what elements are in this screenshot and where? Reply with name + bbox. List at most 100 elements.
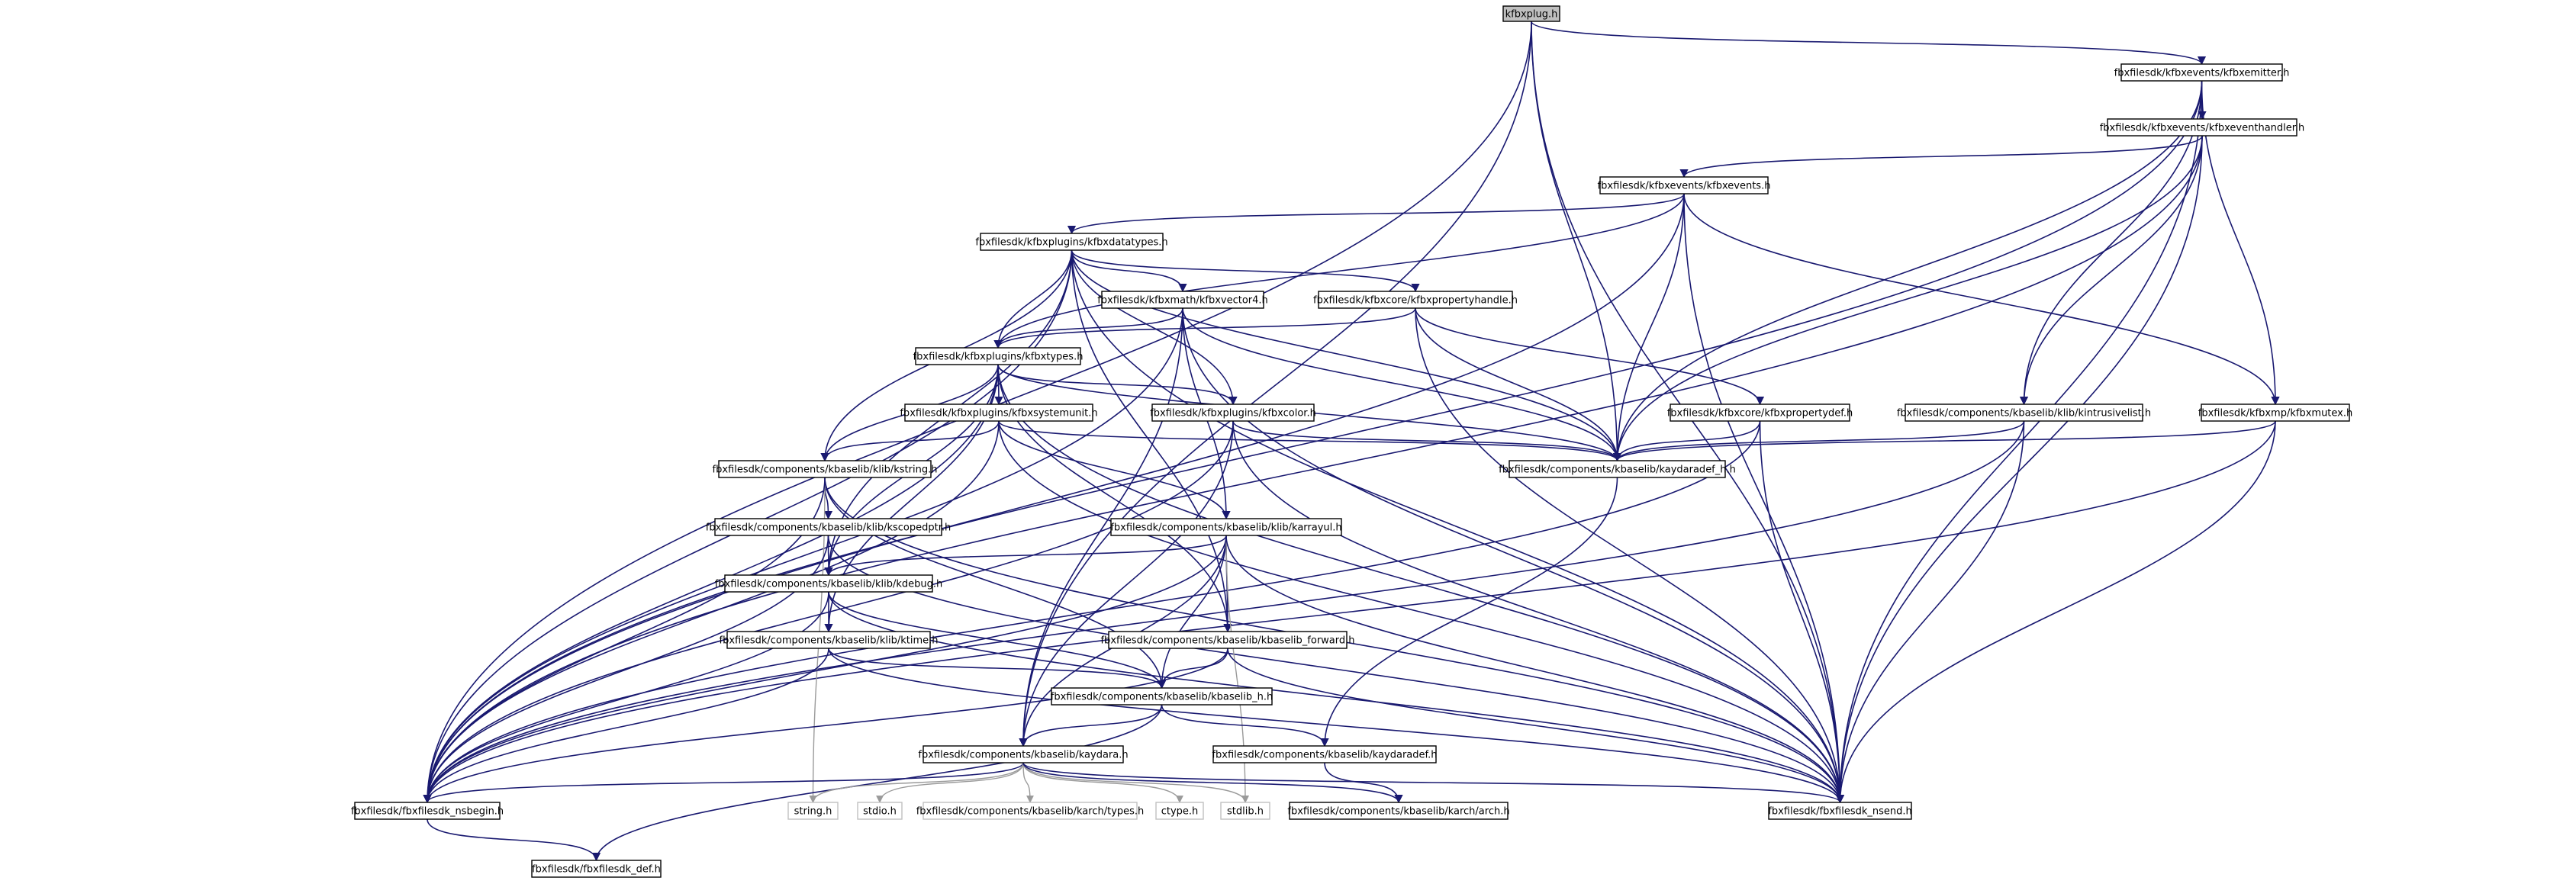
include-edge-color-to-nsend (1232, 420, 1845, 804)
header-node-kbaselib-h[interactable]: fbxfilesdk/components/kbaselib/kbaselib_… (1051, 687, 1273, 706)
node-label: fbxfilesdk/components/kbaselib/karch/typ… (916, 806, 1145, 818)
include-edge-kaydara-to-stdlib_h (1022, 762, 1249, 803)
node-label: ctype.h (1161, 806, 1199, 818)
include-edge-datatypes-to-propertyhandle (1071, 249, 1420, 293)
node-label: fbxfilesdk/fbxfilesdk_nsend.h (1768, 806, 1912, 818)
node-box (1289, 802, 1509, 820)
node-label: stdlib.h (1227, 806, 1264, 818)
node-layer: kfbxplug.h fbxfilesdk/kfbxevents/kfbxemit… (351, 5, 2352, 878)
header-node-ktime[interactable]: fbxfilesdk/components/kbaselib/klib/ktim… (720, 631, 939, 649)
header-node-kbaselib-forward[interactable]: fbxfilesdk/components/kbaselib/kbaselib_… (1100, 631, 1355, 649)
node-label: fbxfilesdk/kfbxplugins/kfbxdatatypes.h (975, 237, 1167, 249)
node-box (1101, 291, 1264, 309)
include-edge-ktime-to-nsend (828, 648, 1844, 804)
node-box (1108, 631, 1348, 649)
node-label: fbxfilesdk/kfbxevents/kfbxemitter.h (2114, 68, 2290, 79)
header-node-propertydef[interactable]: fbxfilesdk/kfbxcore/kfbxpropertydef.h (1667, 403, 1853, 422)
include-edge-datatypes-to-vector4 (1071, 249, 1187, 293)
node-box (354, 802, 501, 820)
node-box (531, 860, 662, 878)
node-label: fbxfilesdk/components/kbaselib/kaydarade… (1212, 750, 1437, 761)
header-node-types[interactable]: fbxfilesdk/kfbxplugins/kfbxtypes.h (913, 347, 1084, 365)
header-node-kaydaradef[interactable]: fbxfilesdk/components/kbaselib/kaydarade… (1212, 745, 1438, 763)
header-node-emitter[interactable]: fbxfilesdk/kfbxevents/kfbxemitter.h (2114, 63, 2290, 82)
header-node-kaydaradef-h[interactable]: fbxfilesdk/components/kbaselib/kaydarade… (1499, 460, 1736, 478)
node-label: fbxfilesdk/kfbxevents/kfbxeventhandler.h (2100, 123, 2305, 134)
include-edge-kaydara-to-nsend (1022, 762, 1844, 804)
header-node-vector4[interactable]: fbxfilesdk/kfbxmath/kfbxvector4.h (1097, 291, 1268, 309)
include-edge-datatypes-to-kbaselib_forward (1071, 249, 1232, 633)
include-edge-vector4-to-nsend (1182, 307, 1845, 804)
node-label: fbxfilesdk/components/kbaselib/klib/kint… (1897, 408, 2151, 419)
include-edge-vector4-to-nsbegin (423, 307, 1183, 804)
node-label: string.h (794, 806, 832, 818)
node-label: fbxfilesdk/components/kbaselib/kaydara.h (918, 750, 1128, 761)
header-node-nsbegin[interactable]: fbxfilesdk/fbxfilesdk_nsbegin.h (351, 802, 504, 820)
header-node-nsend[interactable]: fbxfilesdk/fbxfilesdk_nsend.h (1768, 802, 1912, 820)
include-edge-kbaselib_h-to-kaydara (1019, 704, 1163, 747)
include-edge-propertydef-to-nsend (1759, 420, 1845, 804)
node-box (1110, 518, 1342, 536)
include-edge-kaydara-to-string_h (809, 762, 1024, 803)
node-label: fbxfilesdk/kfbxmath/kfbxvector4.h (1097, 295, 1268, 307)
include-edge-intrusivelist-to-nsend (1835, 420, 2025, 804)
header-node-stdlib-h: stdlib.h (1220, 802, 1270, 820)
include-edge-color-to-kaydaradef_h (1232, 420, 1621, 462)
include-edge-kdebug-to-kbaselib_h (828, 591, 1167, 690)
header-node-eventhandler[interactable]: fbxfilesdk/kfbxevents/kfbxeventhandler.h (2100, 118, 2305, 137)
include-edge-karrayul-to-nsbegin (423, 535, 1227, 804)
header-node-kstring[interactable]: fbxfilesdk/components/kbaselib/klib/kstr… (713, 460, 938, 478)
header-node-stdio-h: stdio.h (857, 802, 903, 820)
header-node-karrayul[interactable]: fbxfilesdk/components/kbaselib/klib/karr… (1110, 518, 1342, 536)
header-node-kdebug[interactable]: fbxfilesdk/components/kbaselib/klib/kdeb… (715, 574, 943, 593)
node-label: fbxfilesdk/components/kbaselib/klib/ksco… (706, 522, 951, 534)
include-edge-propertyhandle-to-types (993, 307, 1416, 349)
header-node-color[interactable]: fbxfilesdk/kfbxplugins/kfbxcolor.h (1150, 403, 1316, 422)
edge-layer (423, 21, 2280, 862)
include-edge-kdebug-to-nsbegin (423, 591, 829, 804)
header-node-fbxfilesdk-def[interactable]: fbxfilesdk/fbxfilesdk_def.h (531, 860, 662, 878)
node-box (714, 518, 942, 536)
node-box (1318, 291, 1513, 309)
node-box (787, 802, 839, 820)
header-node-mutex[interactable]: fbxfilesdk/kfbxmp/kfbxmutex.h (2198, 403, 2352, 422)
include-edge-kbaselib_forward-to-nsend (1227, 648, 1845, 804)
node-label: fbxfilesdk/kfbxcore/kfbxpropertydef.h (1667, 408, 1853, 419)
include-edge-datatypes-to-types (993, 249, 1073, 349)
include-edge-kstring-to-kbaselib_h (824, 477, 1167, 690)
header-node-datatypes[interactable]: fbxfilesdk/kfbxplugins/kfbxdatatypes.h (975, 233, 1168, 251)
include-edge-datatypes-to-color (1071, 249, 1238, 406)
include-edge-kbaselib_forward-to-kbaselib_h (1157, 648, 1228, 690)
node-label: fbxfilesdk/kfbxplugins/kfbxcolor.h (1150, 408, 1316, 419)
header-node-events[interactable]: fbxfilesdk/kfbxevents/kfbxevents.h (1598, 176, 1771, 194)
node-label: fbxfilesdk/components/kbaselib/karch/arc… (1287, 806, 1509, 818)
node-box (1212, 745, 1437, 763)
header-node-kaydara[interactable]: fbxfilesdk/components/kbaselib/kaydara.h (918, 745, 1129, 763)
include-edge-root-to-kaydaradef_h (1531, 21, 1622, 462)
header-node-systemunit[interactable]: fbxfilesdk/kfbxplugins/kfbxsystemunit.h (900, 403, 1098, 422)
include-edge-kaydara-to-ctype_h (1022, 762, 1183, 803)
include-edge-systemunit-to-karrayul (998, 420, 1231, 520)
include-edge-events-to-nsbegin (423, 193, 1685, 804)
header-node-propertyhandle[interactable]: fbxfilesdk/kfbxcore/kfbxpropertyhandle.h (1313, 291, 1518, 309)
node-box (1502, 5, 1560, 22)
header-node-intrusivelist[interactable]: fbxfilesdk/components/kbaselib/klib/kint… (1897, 403, 2151, 422)
header-node-root[interactable]: kfbxplug.h (1502, 5, 1560, 22)
node-label: kfbxplug.h (1505, 9, 1558, 21)
include-edge-vector4-to-kaydara (1019, 307, 1183, 747)
include-edge-types-to-nsend (997, 364, 1845, 804)
node-box (1151, 403, 1315, 422)
include-edge-mutex-to-kaydaradef_h (1613, 420, 2276, 462)
include-edge-karrayul-to-kbaselib_h (1157, 535, 1227, 690)
include-edge-intrusivelist-to-nsbegin (423, 420, 2025, 804)
node-box (2120, 63, 2283, 82)
header-node-karch-arch[interactable]: fbxfilesdk/components/kbaselib/karch/arc… (1287, 802, 1510, 820)
node-box (2107, 118, 2297, 137)
include-edge-kbaselib_h-to-kaydaradef (1161, 704, 1329, 747)
include-edge-propertydef-to-nsbegin (423, 420, 1761, 804)
include-edge-systemunit-to-kstring (820, 420, 1000, 462)
node-box (1905, 403, 2143, 422)
header-node-kscopedptr[interactable]: fbxfilesdk/components/kbaselib/klib/ksco… (706, 518, 951, 536)
include-edge-events-to-datatypes (1067, 193, 1685, 235)
